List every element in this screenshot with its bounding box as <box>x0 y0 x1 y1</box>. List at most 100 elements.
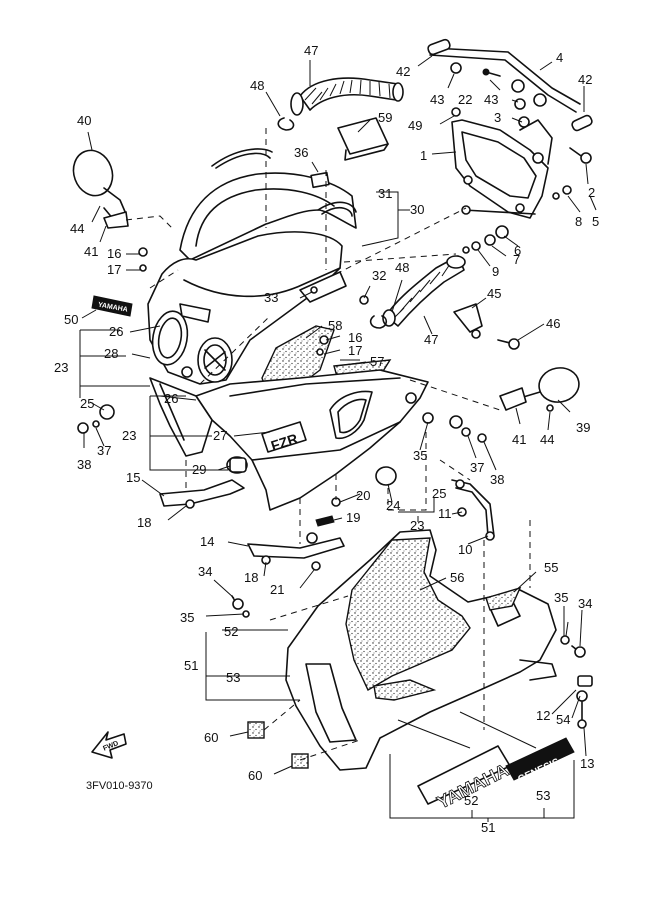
callout-13: 13 <box>580 756 594 771</box>
callout-52: 52 <box>464 793 478 808</box>
callout-5: 5 <box>592 214 599 229</box>
callout-43: 43 <box>430 92 444 107</box>
callout-28: 28 <box>104 346 118 361</box>
callout-8: 8 <box>575 214 582 229</box>
bolts-2-5-8 <box>552 147 592 200</box>
fasteners-37-38-left <box>77 366 193 434</box>
callout-3: 3 <box>494 110 501 125</box>
callout-26: 26 <box>164 391 178 406</box>
callout-48: 48 <box>395 260 409 275</box>
callout-15: 15 <box>126 470 140 485</box>
callout-25: 25 <box>80 396 94 411</box>
callout-27: 27 <box>213 428 227 443</box>
parts-19-20 <box>315 497 341 527</box>
callout-18: 18 <box>137 515 151 530</box>
callout-39: 39 <box>576 420 590 435</box>
callout-16: 16 <box>348 330 362 345</box>
callout-23: 23 <box>122 428 136 443</box>
callout-32: 32 <box>372 268 386 283</box>
callout-37: 37 <box>470 460 484 475</box>
label-36 <box>310 171 330 189</box>
callout-14: 14 <box>200 534 214 549</box>
rubber-29 <box>229 457 247 473</box>
callout-22: 22 <box>458 92 472 107</box>
clip-48-upper <box>277 117 295 131</box>
callout-35: 35 <box>413 448 427 463</box>
callout-29: 29 <box>192 462 206 477</box>
callout-23: 23 <box>410 518 424 533</box>
callout-26: 26 <box>109 324 123 339</box>
lower-cowling-52-53 <box>285 529 557 771</box>
main-stay-1 <box>451 119 553 219</box>
callout-23: 23 <box>54 360 68 375</box>
upper-cowling-26 <box>147 231 343 385</box>
callout-51: 51 <box>481 820 495 835</box>
callout-20: 20 <box>356 488 370 503</box>
inner-panel-33 <box>299 271 347 303</box>
pad-60a <box>247 721 265 739</box>
side-cowling-23: FZR <box>195 369 429 511</box>
callout-43: 43 <box>484 92 498 107</box>
label-leaders <box>79 55 597 822</box>
bolts-16-17 <box>138 247 369 356</box>
callout-41: 41 <box>84 244 98 259</box>
callout-33: 33 <box>264 290 278 305</box>
callout-59: 59 <box>378 110 392 125</box>
bracket-10 <box>451 479 495 541</box>
callout-47: 47 <box>304 43 318 58</box>
callout-44: 44 <box>540 432 554 447</box>
callout-40: 40 <box>77 113 91 128</box>
callout-35: 35 <box>554 590 568 605</box>
air-duct-lower <box>382 255 466 327</box>
callout-50: 50 <box>64 312 78 327</box>
callout-34: 34 <box>198 564 212 579</box>
left-cowling-flap <box>149 377 213 457</box>
callout-60: 60 <box>248 768 262 783</box>
callout-7: 7 <box>513 252 520 267</box>
callout-44: 44 <box>70 221 84 236</box>
trim-strip-31 <box>317 201 357 217</box>
callout-17: 17 <box>348 343 362 358</box>
pad-60b <box>291 753 309 769</box>
callout-42: 42 <box>396 64 410 79</box>
callout-1: 1 <box>420 148 427 163</box>
callout-55: 55 <box>544 560 558 575</box>
inner-bracket-14 <box>247 532 345 571</box>
bolts-22-43 <box>450 62 530 128</box>
callout-11: 11 <box>438 506 452 521</box>
leader-lines <box>125 128 537 761</box>
inner-bracket-15 <box>159 479 245 509</box>
callout-34: 34 <box>578 596 592 611</box>
drawing-code: 3FV010-9370 <box>86 780 153 792</box>
callout-49: 49 <box>408 118 422 133</box>
callout-24: 24 <box>386 498 400 513</box>
callout-21: 21 <box>270 582 284 597</box>
callout-6: 6 <box>514 243 521 258</box>
bracket-45 <box>453 303 520 350</box>
callout-36: 36 <box>294 145 308 160</box>
callout-53: 53 <box>536 788 550 803</box>
fasteners-right <box>405 392 487 443</box>
fzr-decal-text: FZR <box>269 430 300 454</box>
callout-35: 35 <box>180 610 194 625</box>
callout-9: 9 <box>492 264 499 279</box>
clip-48-lower <box>369 315 388 329</box>
cover-plate-59 <box>337 117 389 161</box>
bolts-6-7-9 <box>462 225 509 254</box>
callout-4: 4 <box>556 50 563 65</box>
callout-41: 41 <box>512 432 526 447</box>
callout-58: 58 <box>328 318 342 333</box>
callout-18: 18 <box>244 570 258 585</box>
callout-52: 52 <box>224 624 238 639</box>
callout-48: 48 <box>250 78 264 93</box>
callout-56: 56 <box>450 570 464 585</box>
fairing-stay-4 <box>427 38 593 132</box>
callout-46: 46 <box>546 316 560 331</box>
callout-38: 38 <box>77 457 91 472</box>
callout-19: 19 <box>346 510 360 525</box>
callout-51: 51 <box>184 658 198 673</box>
callout-42: 42 <box>578 72 592 87</box>
callout-37: 37 <box>97 443 111 458</box>
